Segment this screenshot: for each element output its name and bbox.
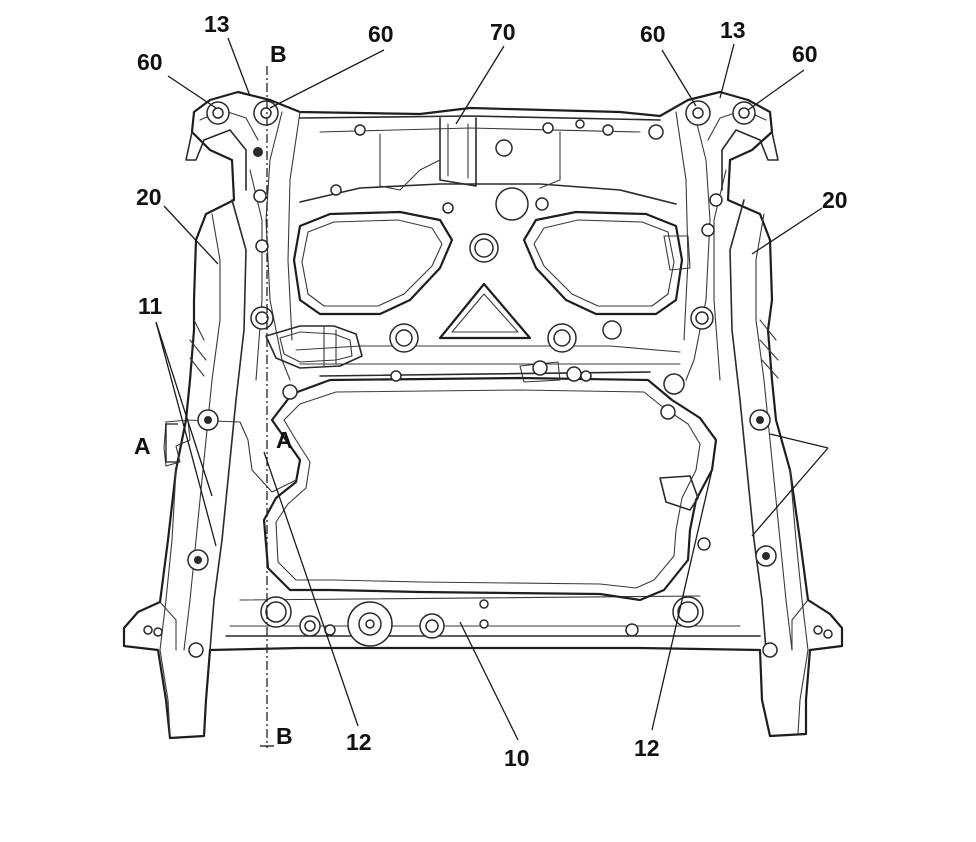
label-60-far-right: 60	[792, 41, 818, 67]
section-b-top: B	[270, 41, 287, 67]
section-markers	[165, 66, 274, 748]
label-60-far-left: 60	[137, 49, 163, 75]
section-a-left: A	[134, 433, 151, 459]
label-11: 11	[138, 293, 163, 319]
label-10: 10	[504, 745, 530, 771]
section-b-bottom: B	[276, 723, 293, 749]
subframe-body	[122, 90, 844, 740]
label-13-left: 13	[204, 11, 230, 37]
label-70: 70	[490, 19, 516, 45]
section-a-right: A	[276, 427, 293, 453]
label-20-left: 20	[136, 184, 162, 210]
mount-holes	[143, 100, 833, 658]
label-60-right: 60	[640, 21, 666, 47]
reference-labels: 13 60 B 60 70 60 13 60 20 20 11 A A B 12…	[134, 11, 848, 771]
label-60-left: 60	[368, 21, 394, 47]
label-13-right: 13	[720, 17, 746, 43]
label-20-right: 20	[822, 187, 848, 213]
label-12-right: 12	[634, 735, 660, 761]
leader-lines	[155, 37, 829, 741]
label-12-left: 12	[346, 729, 372, 755]
